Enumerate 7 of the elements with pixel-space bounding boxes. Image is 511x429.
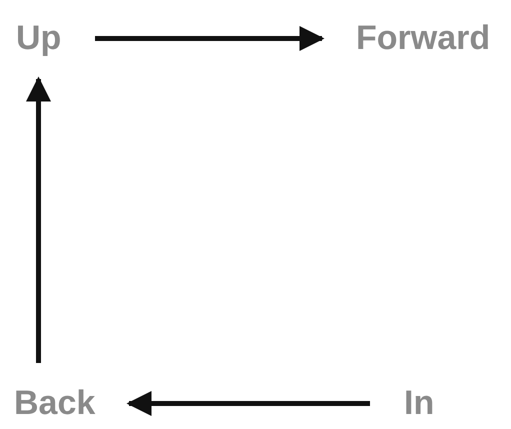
word-label: In: [400, 383, 438, 424]
arrow: [95, 26, 324, 51]
arrow: [26, 76, 51, 363]
word-label: Forward: [352, 18, 494, 60]
word-label: Back: [10, 383, 100, 424]
word-label: Up: [12, 18, 66, 60]
arrow: [126, 391, 370, 416]
